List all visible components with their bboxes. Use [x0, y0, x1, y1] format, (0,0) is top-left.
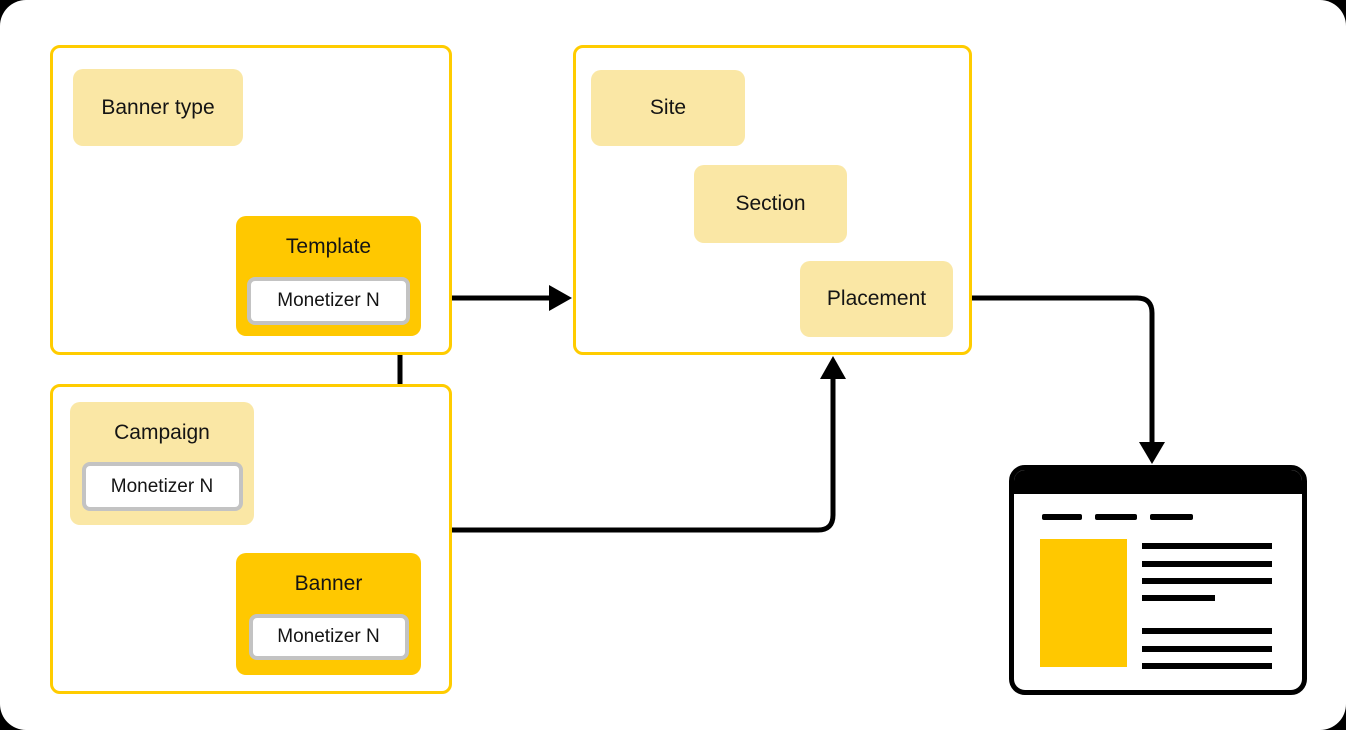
group-banner-template: Banner type Template Monetizer N [50, 45, 452, 355]
webpage-text-line-icon [1142, 543, 1272, 549]
node-campaign-monetizer-tag: Monetizer N [81, 462, 243, 511]
webpage-nav-dash-icon [1095, 514, 1137, 520]
arrow-group2-to-group3 [452, 378, 836, 533]
node-banner-label: Banner [294, 572, 363, 595]
webpage-text-line-icon [1142, 561, 1272, 567]
arrow-group3-to-webpage [972, 295, 1155, 443]
node-banner-monetizer-label: Monetizer N [277, 626, 380, 647]
webpage-icon [1009, 465, 1307, 695]
node-banner: Banner Monetizer N [236, 553, 421, 675]
arrowhead-up-group3 [820, 356, 846, 379]
node-banner-type-label: Banner type [101, 95, 215, 119]
webpage-text-line-icon [1142, 628, 1272, 634]
node-campaign-monetizer-label: Monetizer N [110, 475, 214, 497]
node-campaign: Campaign Monetizer N [70, 402, 254, 525]
node-section-label: Section [735, 192, 806, 215]
node-template-label: Template [285, 235, 372, 258]
webpage-text-line-icon [1142, 578, 1272, 584]
webpage-text-line-icon [1142, 646, 1272, 652]
arrowhead-right-group3 [549, 285, 572, 311]
node-template-monetizer-tag: Monetizer N [247, 277, 410, 325]
group-campaign-banner: Campaign Monetizer N Banner Monetizer N [50, 384, 452, 694]
webpage-titlebar-icon [1014, 470, 1302, 494]
node-template-monetizer-label: Monetizer N [277, 290, 380, 311]
webpage-ad-block-icon [1040, 539, 1127, 667]
webpage-nav-dash-icon [1042, 514, 1082, 520]
webpage-text-line-icon [1142, 663, 1272, 669]
node-section: Section [694, 165, 847, 243]
node-placement-label: Placement [826, 287, 927, 310]
node-campaign-label: Campaign [114, 421, 210, 444]
node-site-label: Site [649, 96, 687, 119]
node-site: Site [591, 70, 745, 146]
node-placement: Placement [800, 261, 953, 337]
webpage-text-line-icon [1142, 595, 1215, 601]
node-banner-type: Banner type [73, 69, 243, 146]
node-banner-monetizer-tag: Monetizer N [248, 614, 409, 660]
arrowhead-down-webpage [1139, 442, 1165, 464]
node-template: Template Monetizer N [236, 216, 421, 336]
webpage-nav-dash-icon [1150, 514, 1193, 520]
group-site-placement: Site Section Placement [573, 45, 972, 355]
